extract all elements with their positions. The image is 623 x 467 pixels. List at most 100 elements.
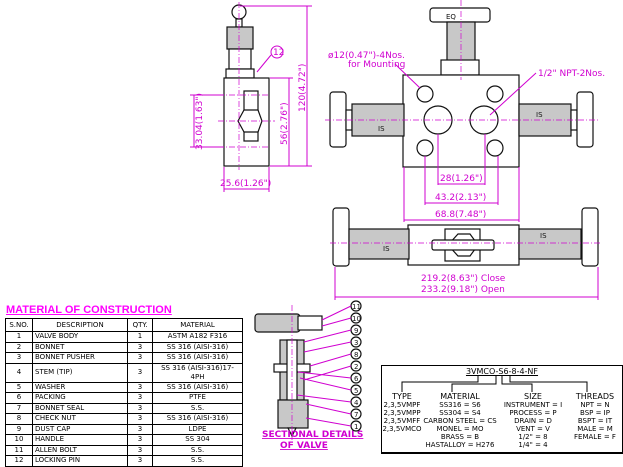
callout: 1: [354, 423, 358, 431]
cell-description: ALLEN BOLT: [32, 444, 128, 456]
callout: 6: [354, 375, 359, 383]
callout: 11: [352, 303, 361, 311]
cell-qty: 3: [127, 352, 153, 364]
cell-description: WASHER: [32, 381, 128, 393]
size-line: INSTRUMENT = I: [503, 401, 563, 409]
mounting-note: ø12(0.47")-4Nos.: [328, 51, 405, 61]
front-view: EQ IS IS ø12(0.47")-4Nos. for Mounting 1…: [325, 0, 605, 222]
section-view: SECTIONAL DETAILS OF VALVE 11 10 9 3 8 2…: [254, 300, 363, 451]
cell-material: S.S.: [152, 455, 243, 467]
col-description: DESCRIPTION: [32, 318, 128, 332]
threads-title: THREADS: [575, 392, 615, 401]
size-line: PROCESS = P: [509, 409, 557, 417]
dim-port: 33.04(1.63"): [195, 93, 205, 150]
cell-qty: 3: [127, 444, 153, 456]
dim-28: 28(1.26"): [440, 174, 483, 184]
threads-line: NPT = N: [580, 401, 610, 409]
cell-description: BONNET: [32, 341, 128, 353]
cell-qty: 3: [127, 402, 153, 414]
cell-description: DUST CAP: [32, 423, 128, 435]
cell-qty: 3: [127, 423, 153, 435]
code-type: TYPE 2,3,5VMPF 2,3,5VMPP 2,3,5VMFF 2,3,5…: [382, 393, 422, 434]
cell-material: SS 316 (AISI-316): [152, 381, 243, 393]
cell-material: LDPE: [152, 423, 243, 435]
threads-line: MALE = M: [577, 425, 613, 433]
code-size: SIZE INSTRUMENT = I PROCESS = P DRAIN = …: [500, 393, 566, 450]
is-label-right: IS: [536, 111, 543, 119]
callout: 7: [354, 411, 358, 419]
eq-handle: [429, 7, 491, 23]
threads-line: BSP = IP: [580, 409, 610, 417]
material-line: HASTALLOY = H276: [425, 441, 495, 449]
cell-description: STEM (TIP): [32, 362, 128, 383]
cell-material: SS 316 (AISI-316): [152, 413, 243, 425]
cell-qty: 1: [127, 331, 153, 343]
cell-material: SS 304: [152, 434, 243, 446]
material-line: BRASS = B: [440, 433, 480, 441]
col-material: MATERIAL: [152, 318, 243, 332]
ordering-code-box: 3VMCO-S6-8-4-NF TYPE 2,3,5VMPF 2,3,5VMPP…: [381, 365, 623, 454]
npt-note: 1/2" NPT-2Nos.: [538, 69, 605, 79]
section-title: SECTIONAL DETAILS: [262, 430, 363, 440]
cell-material: SS 316 (AISI-316)17-4PH: [152, 362, 243, 383]
cell-sno: 10: [5, 434, 33, 446]
callout: 10: [352, 315, 361, 323]
cell-description: LOCKING PIN: [32, 455, 128, 467]
code-material: MATERIAL SS316 = S6 SS304 = S4 CARBON ST…: [422, 393, 498, 450]
material-line: CARBON STEEL = CS: [423, 417, 497, 425]
cell-sno: 2: [5, 341, 33, 353]
material-line: SS316 = S6: [439, 401, 481, 409]
callout: 3: [354, 339, 358, 347]
cell-description: HANDLE: [32, 434, 128, 446]
callout: 8: [354, 351, 358, 359]
cell-sno: 1: [5, 331, 33, 343]
cell-material: S.S.: [152, 402, 243, 414]
table-header: S.NO. DESCRIPTION QTY. MATERIAL: [5, 318, 243, 332]
size-line: 1/2" = 8: [518, 433, 548, 441]
eq-label: EQ: [446, 13, 456, 21]
materials-title: MATERIAL OF CONSTRUCTION: [6, 304, 172, 316]
section-callouts: 11 10 9 3 8 2 6 5 4 7 1: [296, 300, 362, 432]
cell-sno: 5: [5, 381, 33, 393]
side-view: 12 120(4.72") 56(2.76") 33.04(1.63") 25.…: [190, 2, 312, 192]
is-label-bottom-right: IS: [540, 232, 547, 240]
cell-sno: 6: [5, 392, 33, 404]
callout: 4: [354, 399, 359, 407]
cell-qty: 3: [127, 341, 153, 353]
col-sno: S.NO.: [5, 318, 33, 332]
ordering-code: 3VMCO-S6-8-4-NF: [465, 367, 539, 376]
cell-sno: 9: [5, 423, 33, 435]
dim-open: 233.2(9.18") Open: [421, 285, 505, 295]
cell-sno: 7: [5, 402, 33, 414]
cell-material: ASTM A182 F316: [152, 331, 243, 343]
cell-qty: 3: [127, 362, 153, 383]
size-line: DRAIN = D: [514, 417, 552, 425]
type-line: 2,3,5VMFF: [383, 417, 421, 425]
code-threads: THREADS NPT = N BSP = IP BSPT = IT MALE …: [568, 392, 622, 442]
dim-body-height: 56(2.76"): [280, 102, 290, 145]
cell-qty: 3: [127, 381, 153, 393]
is-label-bottom-left: IS: [383, 245, 390, 253]
col-qty: QTY.: [127, 318, 153, 332]
cell-qty: 3: [127, 413, 153, 425]
cell-qty: 3: [127, 392, 153, 404]
dim-total-height: 120(4.72"): [298, 64, 308, 112]
cell-description: BONNET SEAL: [32, 402, 128, 414]
cell-sno: 8: [5, 413, 33, 425]
code-leader-lines: [401, 376, 588, 392]
cell-material: SS 316 (AISI-316): [152, 352, 243, 364]
material-line: MONEL = MO: [436, 425, 484, 433]
bonnet: [226, 26, 254, 50]
